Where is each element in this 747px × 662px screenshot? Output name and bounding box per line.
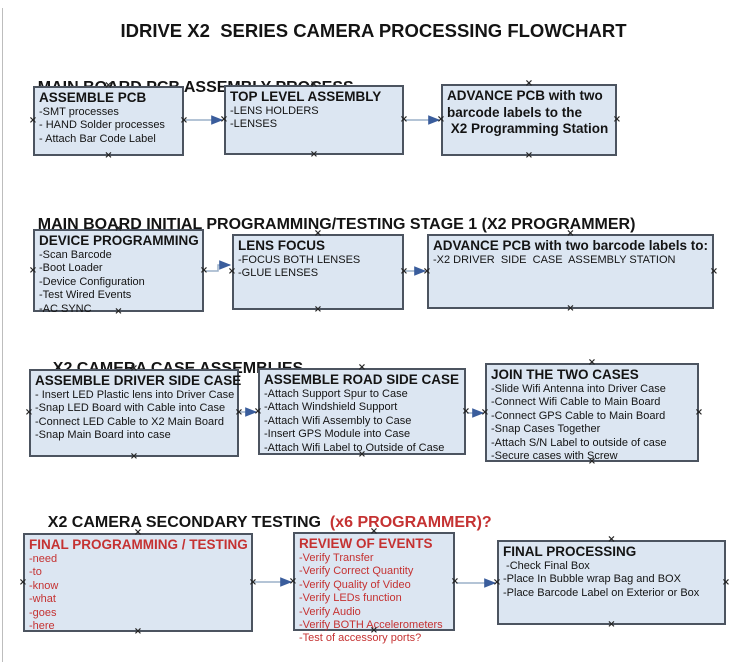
box-item: -here [29, 620, 55, 633]
box-item: -Snap Cases Together [491, 423, 601, 436]
box-item: -X2 DRIVER SIDE CASE ASSEMBLY STATION [433, 254, 676, 266]
box-item: -FOCUS BOTH LENSES [238, 254, 361, 266]
box-title: FINAL PROCESSING [503, 544, 637, 559]
box-title: JOIN THE TWO CASES [491, 367, 639, 382]
box-assemble-driver-side-case[interactable]: ASSEMBLE DRIVER SIDE CASE - Insert LED P… [29, 369, 242, 457]
box-item: -Snap Main Board into case [35, 429, 171, 442]
box-advance-pcb-to-programming-station[interactable]: ADVANCE PCB with two barcode labels to t… [441, 84, 617, 156]
box-item: -Device Configuration [39, 275, 145, 288]
box-assemble-road-side-case[interactable]: ASSEMBLE ROAD SIDE CASE -Attach Support … [258, 368, 466, 455]
box-title: FINAL PROGRAMMING / TESTING [29, 537, 248, 552]
box-item: -Verify Correct Quantity [299, 565, 414, 578]
box-item: - Insert LED Plastic lens into Driver Ca… [35, 389, 235, 401]
box-item: -Secure cases with Screw [491, 450, 618, 463]
box-top-level-assembly[interactable]: TOP LEVEL ASSEMBLY -LENS HOLDERS -LENSES [224, 85, 404, 155]
box-item: -what [29, 593, 56, 606]
box-final-programming-testing[interactable]: FINAL PROGRAMMING / TESTING -need -to -k… [23, 533, 253, 632]
box-item: -Verify LEDs function [299, 592, 402, 605]
box-item: -AC SYNC [39, 302, 92, 315]
box-item: -Verify Transfer [299, 552, 374, 564]
box-item: -Scan Barcode [39, 249, 112, 261]
box-title: TOP LEVEL ASSEMBLY [230, 89, 382, 104]
box-item: -Connect LED Cable to X2 Main Board [35, 415, 224, 428]
box-item: -Verify Quality of Video [299, 578, 411, 591]
box-item: -Connect Wifi Cable to Main Board [491, 396, 661, 409]
box-title: REVIEW OF EVENTS [299, 536, 433, 551]
page-title: IDRIVE X2 SERIES CAMERA PROCESSING FLOWC… [120, 20, 627, 41]
box-item: -goes [29, 606, 57, 619]
box-item: -Attach Windshield Support [264, 401, 398, 414]
box-item: -Attach Wifi Assembly to Case [264, 414, 412, 427]
box-item: -Slide Wifi Antenna into Driver Case [491, 383, 666, 395]
box-item: -need [29, 553, 58, 565]
box-item: -Verify Audio [299, 605, 361, 618]
box-lens-focus[interactable]: LENS FOCUS -FOCUS BOTH LENSES -GLUE LENS… [232, 234, 404, 310]
section-heading-text: X2 CAMERA SECONDARY TESTING [47, 514, 326, 531]
box-device-programming[interactable]: DEVICE PROGRAMMING -Scan Barcode -Boot L… [33, 229, 204, 315]
box-item: -Place Barcode Label on Exterior or Box [503, 586, 700, 599]
box-text-line: ADVANCE PCB with two [447, 88, 603, 103]
box-title: ASSEMBLE PCB [39, 90, 147, 105]
box-item: -Insert GPS Module into Case [264, 428, 411, 441]
box-item: -Boot Loader [39, 262, 103, 275]
box-item: -LENS HOLDERS [230, 105, 319, 117]
box-text-line: barcode labels to the [447, 104, 583, 120]
box-item: -Snap LED Board with Cable into Case [35, 402, 226, 415]
box-item: -GLUE LENSES [238, 267, 319, 280]
box-item: -Attach Wifi Label to Outside of Case [264, 441, 445, 454]
box-item: - HAND Solder processes [39, 119, 165, 132]
section-heading-initial-programming: MAIN BOARD INITIAL PROGRAMMING/TESTING S… [20, 198, 636, 252]
box-item: - Attach Bar Code Label [39, 132, 156, 145]
box-item: -Attach Support Spur to Case [264, 388, 408, 400]
box-join-the-two-cases[interactable]: JOIN THE TWO CASES -Slide Wifi Antenna i… [485, 363, 699, 462]
box-item: -Place In Bubble wrap Bag and BOX [503, 573, 681, 586]
box-item: -Attach S/N Label to outside of case [491, 436, 667, 449]
box-item: -SMT processes [39, 106, 119, 118]
box-review-of-events[interactable]: REVIEW OF EVENTS -Verify Transfer -Verif… [293, 532, 455, 644]
box-text-line: X2 Programming Station [447, 121, 609, 136]
box-final-processing[interactable]: FINAL PROCESSING -Check Final Box -Place… [497, 540, 726, 625]
box-title: ASSEMBLE DRIVER SIDE CASE [35, 373, 242, 388]
box-item: -Verify BOTH Accelerometers [299, 619, 443, 632]
box-item: -LENSES [230, 118, 278, 131]
box-item: -Connect GPS Cable to Main Board [491, 409, 666, 422]
section-heading-secondary-testing: X2 CAMERA SECONDARY TESTING (x6 PROGRAMM… [30, 496, 492, 550]
box-title: ASSEMBLE ROAD SIDE CASE [264, 372, 460, 387]
box-item: -Test Wired Events [39, 289, 132, 302]
flow-arrow[interactable] [205, 260, 232, 272]
page-edge-line [2, 8, 3, 662]
section-heading-suffix: (x6 PROGRAMMER)? [325, 514, 492, 531]
section-heading-text: MAIN BOARD INITIAL PROGRAMMING/TESTING S… [37, 216, 636, 233]
box-advance-pcb-to-assembly-station[interactable]: ADVANCE PCB with two barcode labels to: … [427, 234, 714, 309]
box-item: -Test of accessory ports? [299, 632, 422, 645]
box-item: -know [29, 579, 59, 592]
box-assemble-pcb[interactable]: ASSEMBLE PCB -SMT processes - HAND Solde… [33, 86, 184, 156]
box-title: LENS FOCUS [238, 238, 326, 253]
box-title: ADVANCE PCB with two barcode labels to: [433, 238, 709, 253]
box-title: DEVICE PROGRAMMING [39, 233, 199, 248]
box-item: -to [29, 566, 42, 579]
box-item: -Check Final Box [503, 560, 590, 572]
